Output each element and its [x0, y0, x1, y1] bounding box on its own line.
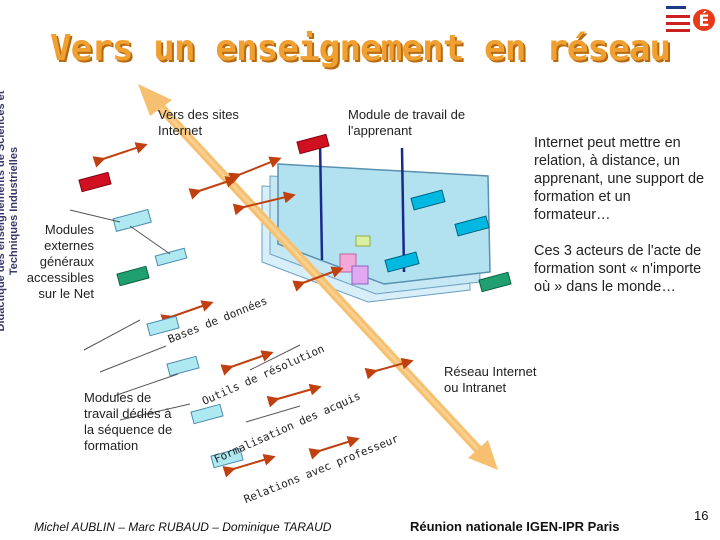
label-modules-externes: Modules externes généraux accessibles su…: [20, 222, 94, 302]
label-sites-internet: Vers des sites Internet: [158, 107, 258, 139]
label-module-apprenant: Module de travail de l'apprenant: [348, 107, 468, 139]
label-modules-travail: Modules de travail dédiés à la séquence …: [84, 390, 176, 454]
label-reseau: Réseau Internet ou Intranet: [444, 364, 554, 396]
paragraph-acteurs: Ces 3 acteurs de l'acte de formation son…: [534, 242, 706, 296]
paragraph-internet: Internet peut mettre en relation, à dist…: [534, 134, 706, 224]
footer-event: Réunion nationale IGEN-IPR Paris: [410, 519, 619, 534]
learner-module-stack: [262, 164, 490, 302]
footer-authors: Michel AUBLIN – Marc RUBAUD – Dominique …: [34, 520, 331, 534]
page-number: 16: [694, 508, 708, 523]
